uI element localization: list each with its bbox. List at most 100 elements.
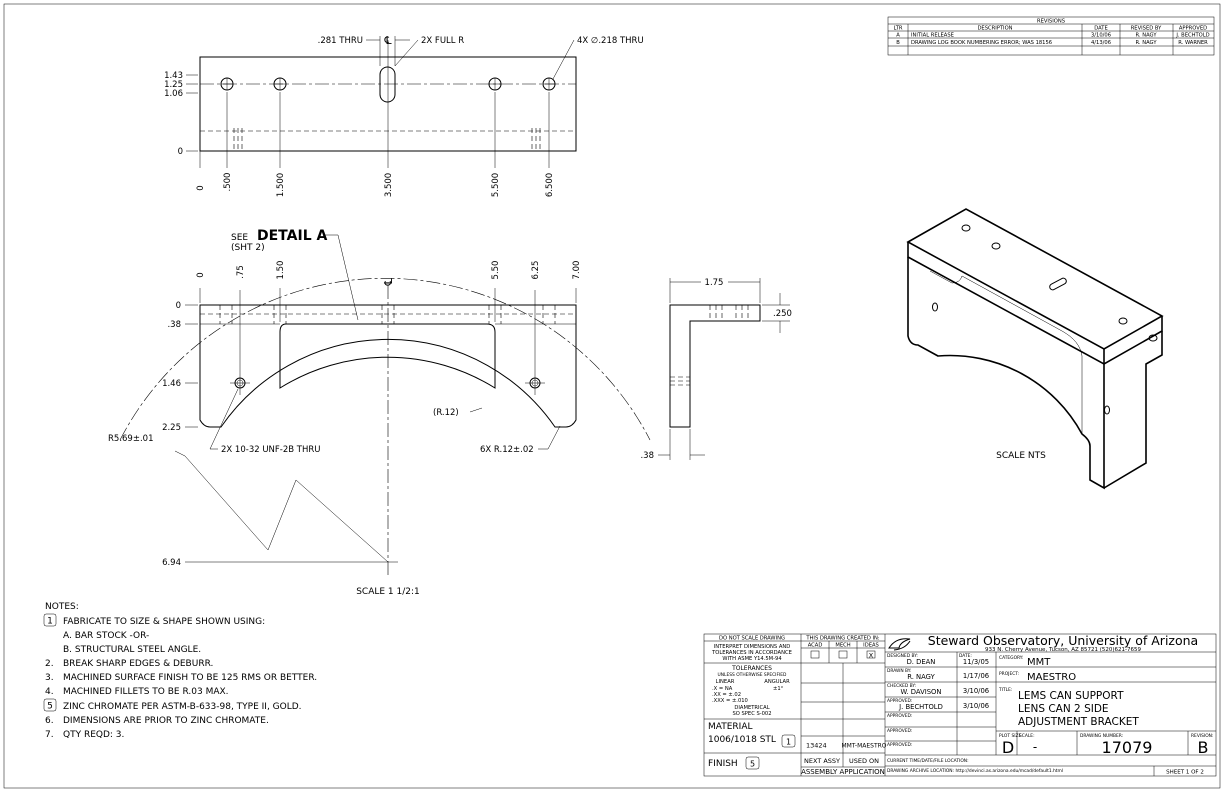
sheet-border	[3, 3, 1221, 789]
tb-drawing-number-label: DRAWING NUMBER:	[1080, 733, 1123, 739]
tb-designed-date: 11/3/05	[963, 658, 989, 666]
notes: NOTES: 1 FABRICATE TO SIZE & SHAPE SHOWN…	[43, 602, 317, 740]
tb-checked-by-label: CHECKED BY:	[887, 683, 916, 689]
note-6-text: DIMENSIONS ARE PRIOR TO ZINC CHROMATE.	[63, 716, 269, 726]
front-sheet-label: (SHT 2)	[231, 243, 265, 253]
tb-plot-size-label: PLOT SIZE	[999, 733, 1022, 739]
note-6-num: 6.	[45, 716, 54, 726]
note-5-text: ZINC CHROMATE PER ASTM-B-633-98, TYPE II…	[63, 702, 302, 712]
rev-header-revised-by: REVISED BY	[1131, 26, 1162, 32]
iso-hole-4	[1148, 334, 1158, 342]
top-ydim-4: 0	[178, 147, 183, 157]
side-width-label: 1.75	[705, 278, 724, 288]
front-xdim-3: 1.50	[276, 261, 286, 280]
rev-header-description: DESCRIPTION	[977, 26, 1012, 32]
side-view: 1.75 .250 .38	[640, 278, 792, 461]
tb-approved-label-3: APPROVED:	[887, 728, 912, 734]
tb-approved-1-date: 3/10/06	[963, 702, 989, 710]
note-1-num: 1	[47, 617, 53, 627]
tb-category: MMT	[1027, 657, 1051, 668]
front-ydim-5: 6.94	[162, 558, 181, 568]
rev-b-approved: R. WARNER	[1178, 40, 1208, 46]
top-view: .281 THRU ℄ 2X FULL R 4X ∅.218 THRU 1.43…	[164, 34, 644, 197]
tb-drawing-number: 17079	[1102, 738, 1153, 757]
side-thickness-label: .250	[773, 309, 792, 319]
note-7-num: 7.	[45, 730, 54, 740]
tb-project-label: PROJECT:	[999, 671, 1019, 677]
steward-logo-icon	[888, 638, 911, 651]
side-view-outline	[669, 304, 761, 428]
tb-mech: MECH	[835, 643, 850, 649]
tb-drawn-date: 1/17/06	[963, 672, 989, 680]
tb-do-not-scale: DO NOT SCALE DRAWING	[719, 636, 785, 642]
top-holes-label: 4X ∅.218 THRU	[577, 36, 644, 46]
iso-hole-3	[1118, 317, 1128, 325]
rev-header-ltr: LTR	[894, 26, 903, 32]
tb-category-label: CATEGORY:	[999, 655, 1023, 661]
note-4-text: MACHINED FILLETS TO BE R.03 MAX.	[63, 687, 229, 697]
iso-top-flange	[906, 208, 1164, 350]
iso-back-plate	[907, 257, 1105, 490]
tb-designed-by: D. DEAN	[907, 658, 936, 666]
front-xdim-6: 6.25	[531, 261, 541, 280]
note-2-text: BREAK SHARP EDGES & DEBURR.	[63, 659, 213, 669]
tb-angular: ANGULAR	[764, 679, 790, 685]
front-view-outline	[199, 304, 577, 428]
tb-linear: LINEAR	[716, 679, 735, 685]
tb-material: 1006/1018 STL	[708, 735, 776, 745]
front-ydim-3: 1.46	[162, 379, 181, 389]
iso-slot	[1049, 277, 1067, 291]
top-xdim-2: .500	[223, 173, 233, 192]
tb-ideas-mark: X	[869, 652, 874, 660]
iso-view: SCALE NTS	[906, 208, 1164, 490]
rev-header-approved: APPROVED	[1179, 26, 1207, 32]
top-xdim-5: 5.500	[491, 173, 501, 197]
tb-spec: SO SPEC S-002	[732, 711, 771, 717]
tb-tol-1: .X = NA	[712, 686, 733, 692]
top-full-r-label: 2X FULL R	[421, 36, 464, 46]
tb-checked-by: W. DAVISON	[901, 688, 942, 696]
mech-checkbox	[838, 650, 848, 659]
tb-plot-size: D	[1002, 738, 1014, 757]
top-xdim-3: 1.500	[276, 173, 286, 197]
tb-angular-val: ±1°	[773, 686, 784, 692]
rev-a-revised-by: R. NAGY	[1136, 33, 1158, 39]
tb-interpret-3: WITH ASME Y14.5M-94	[722, 656, 782, 662]
tb-tolerances: TOLERANCES	[731, 665, 772, 672]
note-5-num: 5	[47, 702, 53, 712]
tb-checked-date: 3/10/06	[963, 687, 989, 695]
note-3-text: MACHINED SURFACE FINISH TO BE 125 RMS OR…	[63, 673, 317, 683]
tb-ideas: IDEAS	[863, 643, 879, 649]
tb-used-on: USED ON	[849, 757, 879, 765]
front-tap-label: 2X 10-32 UNF-2B THRU	[221, 445, 321, 455]
note-1-text: FABRICATE TO SIZE & SHAPE SHOWN USING:	[63, 617, 265, 627]
tb-tol-3: .XXX = ±.010	[712, 698, 748, 704]
rev-a-ltr: A	[896, 33, 900, 39]
tb-drawn-by: R. NAGY	[907, 673, 935, 681]
rev-b-revised-by: R. NAGY	[1136, 40, 1158, 46]
acad-checkbox	[810, 650, 820, 659]
tb-designed-by-label: DESIGNED BY:	[887, 653, 918, 659]
tb-created-in: THIS DRAWING CREATED IN:	[805, 636, 880, 642]
front-view: SEE DETAIL A (SHT 2) 0 .75 1.50 ℄ 5.50 6…	[108, 228, 651, 597]
front-xdim-7: 7.00	[572, 261, 582, 280]
tb-date-label: DATE:	[959, 653, 972, 659]
tb-current-time-label: CURRENT TIME/DATE/FILE LOCATION:	[887, 758, 969, 764]
front-ydim-4: 2.25	[162, 423, 181, 433]
tb-title-2: LENS CAN 2 SIDE	[1018, 703, 1109, 715]
top-slot	[379, 66, 396, 103]
tb-assembly-app: ASSEMBLY APPLICATION	[801, 768, 885, 776]
tb-sheet: SHEET 1 OF 2	[1166, 770, 1204, 776]
tb-finish-note: 5	[750, 760, 755, 769]
tb-approved-label-1: APPROVED:	[887, 698, 912, 704]
title-block: DO NOT SCALE DRAWING INTERPRET DIMENSION…	[703, 633, 1217, 777]
tb-title-3: ADJUSTMENT BRACKET	[1018, 716, 1139, 728]
tb-project: MAESTRO	[1027, 672, 1076, 683]
top-xdim-4: 3.500	[384, 173, 394, 197]
tb-diametrical: DIAMETRICAL	[734, 705, 769, 711]
tb-scale: -	[1033, 740, 1037, 754]
top-thru-label: .281 THRU	[318, 36, 363, 46]
rev-a-approved: J. BECHTOLD	[1175, 33, 1209, 39]
note-1a-text: A. BAR STOCK -OR-	[63, 631, 149, 641]
tb-interpret-1: INTERPRET DIMENSIONS AND	[714, 644, 791, 650]
